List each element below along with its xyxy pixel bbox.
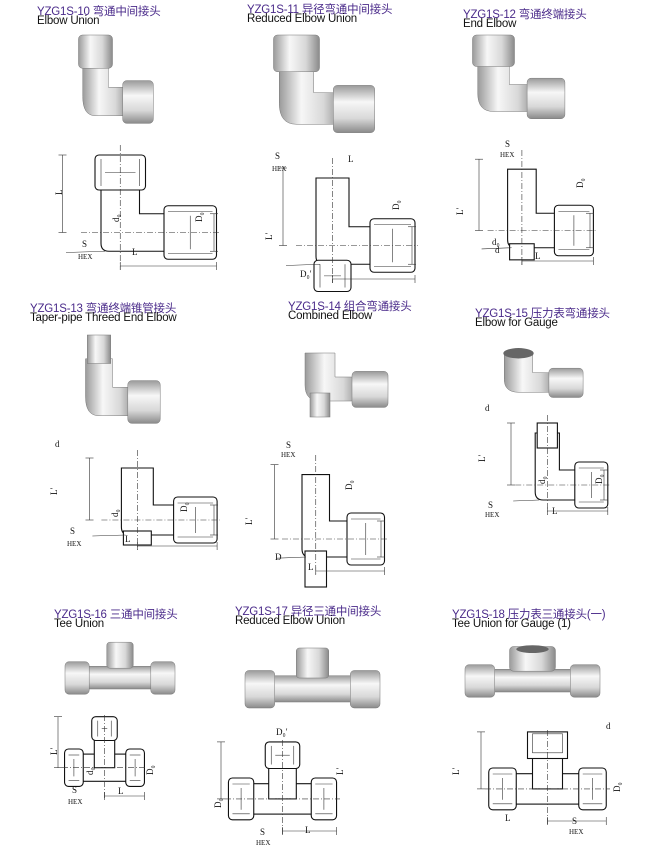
dim-label: L′	[477, 454, 487, 462]
product-code: YZG1S-11 异径弯通中间接头	[247, 4, 393, 16]
tee-union-drawing	[54, 715, 147, 800]
product-code: YZG1S-15 压力表弯通接头	[475, 308, 610, 320]
dim-label: HEX	[500, 151, 515, 159]
dim-label: D₀	[594, 474, 604, 484]
dim-label: HEX	[569, 828, 584, 836]
dim-label: L′	[49, 487, 59, 495]
dim-label: D₀	[575, 178, 585, 188]
dim-label: S	[82, 239, 88, 249]
product-name: End Elbow	[463, 18, 517, 30]
dim-label: D₀	[344, 480, 354, 490]
product-code: YZG1S-12 弯通终端接头	[463, 9, 587, 21]
dim-label: S	[572, 816, 578, 826]
dim-label: L′	[451, 767, 461, 775]
dim-label: d₀	[537, 476, 547, 484]
dim-label: L	[308, 562, 314, 572]
dim-label: L	[305, 825, 311, 835]
dim-label: HEX	[67, 540, 82, 548]
reduced-tee-union-drawing	[217, 740, 340, 835]
dim-label: d	[606, 721, 611, 731]
dim-label: d₀	[111, 214, 121, 222]
dim-label: S	[505, 139, 511, 149]
dim-label: L	[535, 251, 541, 261]
dim-label: L′	[264, 232, 274, 240]
dim-label: D₀′	[300, 269, 312, 279]
dim-label: L	[348, 154, 354, 164]
reduced-elbow-union-drawing	[279, 158, 418, 293]
dim-label: S	[70, 526, 76, 536]
product-code: YZG1S-14 组合弯通接头	[288, 301, 412, 313]
dim-label: HEX	[256, 839, 271, 847]
dim-label: L′	[335, 767, 345, 775]
dim-label: D₀	[194, 212, 204, 222]
product-name: Taper-pipe Threed End Elbow	[30, 312, 177, 324]
product-code: YZG1S-18 压力表三通接头(一)	[452, 609, 606, 621]
dim-label: L	[132, 247, 138, 257]
dim-label: d	[485, 403, 490, 413]
dim-label: L	[54, 189, 64, 196]
dim-label: d₀	[110, 509, 120, 517]
tee-union-photo	[64, 641, 176, 695]
dim-label: d	[55, 439, 60, 449]
combined-elbow-photo	[304, 352, 389, 418]
dim-label: L′	[49, 747, 59, 755]
end-elbow-drawing	[475, 150, 596, 265]
dim-label: D₀	[391, 200, 401, 210]
elbow-union-photo	[78, 34, 154, 124]
dim-label: HEX	[78, 253, 93, 261]
dim-label: L	[552, 506, 558, 516]
product-code: YZG1S-17 异径三通中间接头	[235, 606, 382, 618]
product-name: Tee Union	[54, 618, 104, 630]
product-name: Reduced Elbow Union	[247, 13, 357, 25]
dim-label: d₀	[85, 767, 95, 775]
reduced-tee-union-photo	[244, 647, 381, 709]
tee-union-for-gauge-photo	[464, 645, 601, 698]
dim-label: S	[260, 827, 266, 837]
dim-label: D₀	[612, 782, 622, 792]
dim-label: D₀	[145, 765, 155, 775]
product-name: Tee Union for Gauge (1)	[452, 618, 571, 630]
product-name: Elbow for Gauge	[475, 317, 558, 329]
taper-pipe-elbow-photo	[85, 334, 161, 424]
product-name: Elbow Union	[37, 15, 100, 27]
product-code: YZG1S-13 弯通终端锥管接头	[30, 303, 177, 315]
dim-label: L	[125, 534, 131, 544]
elbow-union-drawing	[58, 145, 220, 270]
dim-label: S	[72, 785, 78, 795]
dim-label: D₀	[179, 502, 189, 512]
product-name: Combined Elbow	[288, 310, 373, 322]
dim-label: L′	[455, 207, 465, 215]
product-code: YZG1S-16 三通中间接头	[54, 609, 178, 621]
product-name: Reduced Elbow Union	[235, 615, 345, 627]
elbow-for-gauge-photo	[503, 348, 584, 398]
dim-label: D₀	[213, 798, 223, 808]
dim-label: L′	[244, 517, 254, 525]
dim-label: L	[118, 786, 124, 796]
dim-label: S	[488, 500, 494, 510]
tee-union-for-gauge-drawing	[477, 730, 610, 825]
dim-label: D₀′	[276, 727, 288, 737]
product-code: YZG1S-10 弯通中间接头	[37, 6, 161, 18]
end-elbow-photo	[472, 34, 566, 119]
dim-label: S	[275, 151, 281, 161]
taper-pipe-elbow-drawing	[85, 450, 220, 550]
combined-elbow-drawing	[270, 455, 387, 588]
dim-label: HEX	[485, 511, 500, 519]
dim-label: S	[286, 440, 292, 450]
reduced-elbow-union-photo	[273, 34, 375, 133]
elbow-for-gauge-drawing	[507, 415, 610, 515]
dim-label: D	[275, 552, 282, 562]
dim-label: HEX	[281, 451, 296, 459]
dim-label: d₀	[492, 237, 500, 247]
dim-label: HEX	[68, 798, 83, 806]
dim-label: L	[505, 813, 511, 823]
dim-label: d	[495, 245, 500, 255]
dim-label: HEX	[272, 165, 287, 173]
